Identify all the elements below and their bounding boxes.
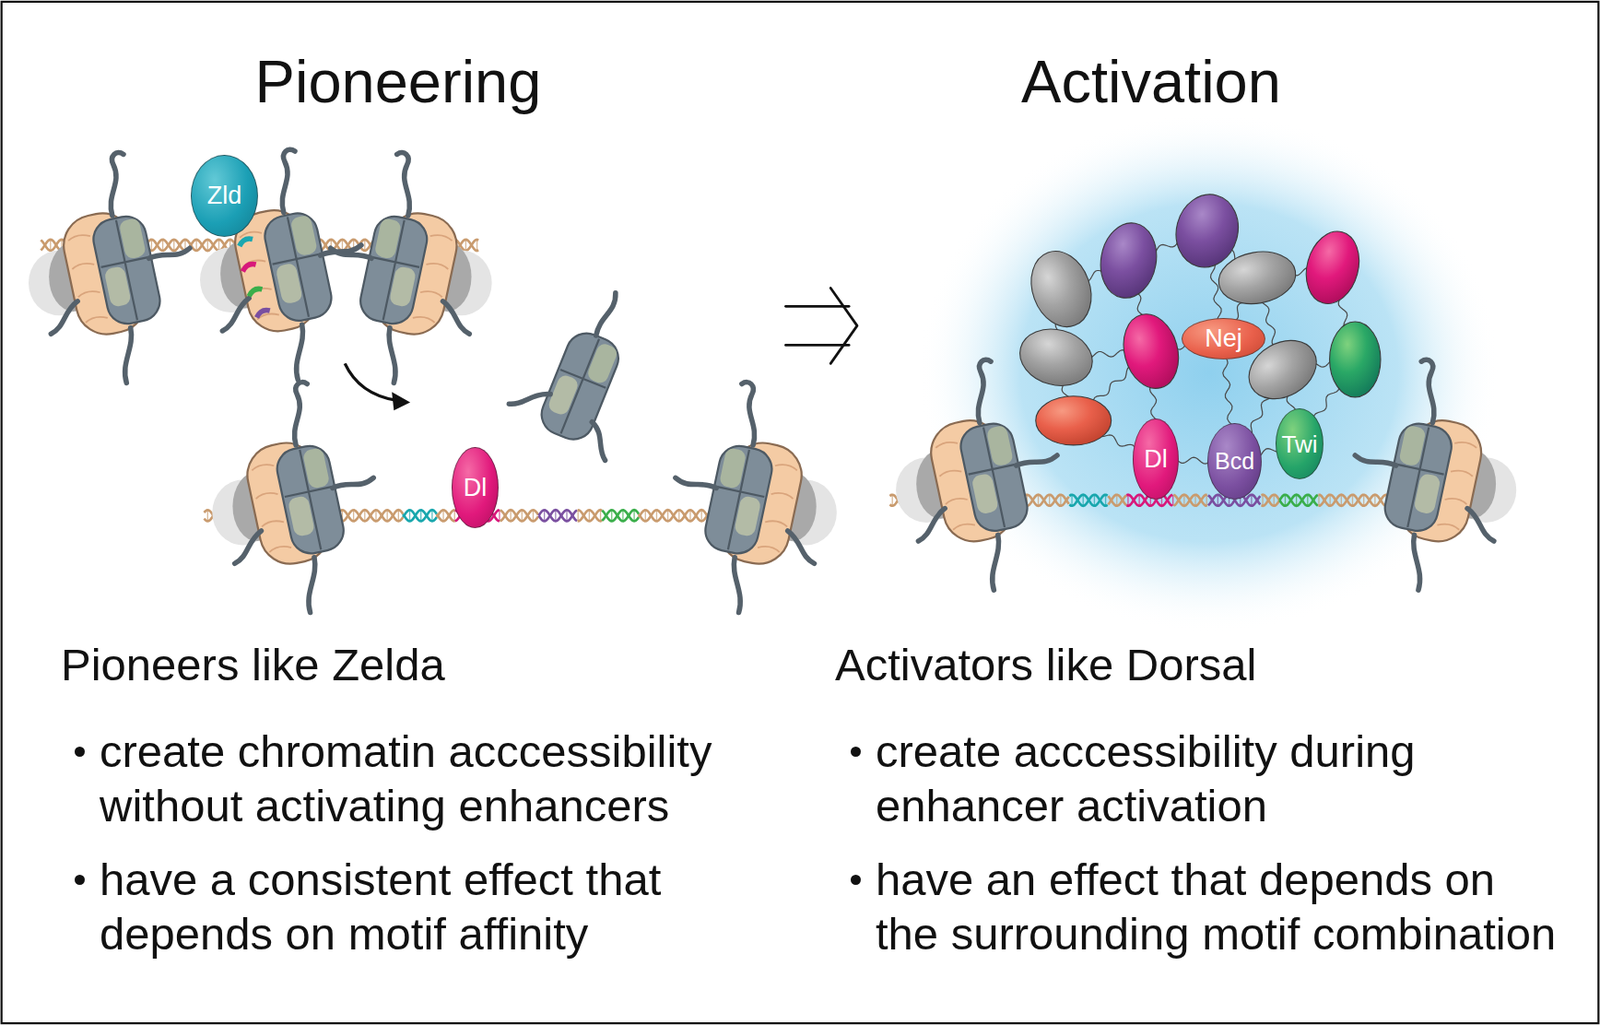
bullet-dot <box>74 874 85 885</box>
implies-arrow <box>786 287 859 364</box>
protein-name: Dl <box>1143 447 1168 472</box>
dna-strand <box>436 509 456 521</box>
protein <box>1021 242 1102 335</box>
dna-strand <box>1173 494 1208 506</box>
condensate-proteins <box>1013 187 1381 446</box>
protein <box>1115 307 1187 395</box>
protein <box>1094 218 1163 303</box>
panel-heading: Pioneering <box>167 46 629 118</box>
dna-strand <box>1279 494 1318 506</box>
evicted-octamer <box>503 270 666 460</box>
nucleosome <box>895 359 1058 590</box>
step-arrow <box>344 363 411 411</box>
dna-strand <box>500 509 540 521</box>
bullet-dot <box>850 874 861 885</box>
dna-rung <box>505 509 540 521</box>
nucleosome <box>28 152 190 384</box>
dna-strand <box>1173 494 1208 506</box>
protein-ellipse: Dl <box>1132 418 1179 500</box>
dna-strand <box>577 509 603 521</box>
dna-strand <box>1069 494 1108 506</box>
dna-strand <box>402 509 437 521</box>
dna-strand <box>500 509 540 521</box>
protein-ellipse: Nej <box>1181 317 1266 360</box>
dna-strand <box>539 509 578 521</box>
nucleosome <box>330 152 493 384</box>
protein-name: Nej <box>1204 326 1243 352</box>
dna-strand <box>1107 494 1127 506</box>
protein-name: Dl <box>463 475 488 501</box>
nucleosome <box>675 382 837 613</box>
protein <box>1013 321 1099 394</box>
nucleosome <box>211 382 374 613</box>
nucleosome <box>1354 359 1517 590</box>
dna-strand <box>1069 494 1108 506</box>
bullet-dot <box>850 746 861 757</box>
protein-ellipse: Bcd <box>1207 423 1262 500</box>
dna-rung <box>1279 494 1314 506</box>
dna-strand <box>1107 494 1127 506</box>
dna-strand <box>1260 494 1280 506</box>
dna-strand <box>539 509 578 521</box>
protein <box>1329 321 1381 398</box>
dna-strand <box>1279 494 1318 506</box>
bullet-dot <box>74 746 85 757</box>
bullet-text: create chromatin acccessibility without … <box>99 724 764 834</box>
dna-strand <box>601 509 639 521</box>
section-heading: Activators like Dorsal <box>835 637 1564 693</box>
bullet-text: have an effect that depends on the surro… <box>875 852 1563 962</box>
section-heading: Pioneers like Zelda <box>60 637 725 693</box>
protein-name: Bcd <box>1214 449 1255 473</box>
panel-heading: Activation <box>920 46 1382 118</box>
dna-rung <box>539 509 574 521</box>
protein-name: Twi <box>1282 432 1318 457</box>
protein-ellipse: Zld <box>190 154 259 237</box>
dna-strand <box>436 509 456 521</box>
bullet-text: create acccessibility during enhancer ac… <box>875 724 1503 834</box>
protein <box>1214 246 1300 310</box>
protein-ellipse: Dl <box>451 447 499 529</box>
bullet-text: have a consistent effect that depends on… <box>99 852 764 962</box>
dna-strand <box>577 509 603 521</box>
motif-wrap <box>235 237 271 319</box>
nucleosome <box>200 149 362 380</box>
protein-ellipse: Twi <box>1275 408 1324 480</box>
protein <box>1298 225 1367 310</box>
protein-name: Zld <box>207 183 243 209</box>
dna-strand <box>601 509 639 521</box>
dna-strand <box>1260 494 1280 506</box>
dna-strand <box>402 509 437 521</box>
protein <box>1035 396 1112 446</box>
